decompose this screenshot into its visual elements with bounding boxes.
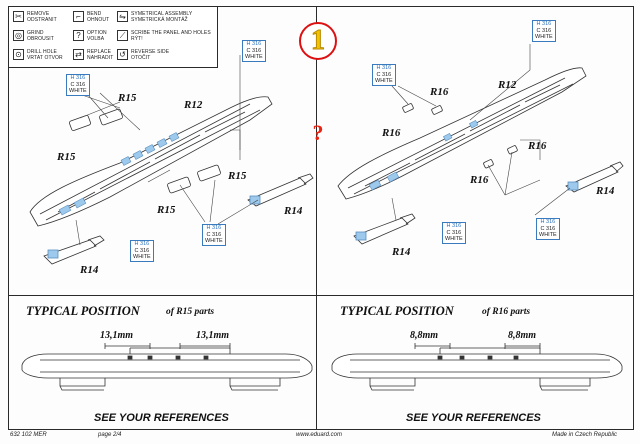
label-left-r14-bottom: R14 — [80, 264, 99, 276]
right-r14-parts — [353, 161, 624, 245]
label-left-r15-right: R15 — [228, 170, 247, 182]
symmetrical-assembly-icon: ⇋ — [117, 11, 128, 22]
paint-callout-right-lower-right: H 316 C 316 WHITE — [536, 218, 560, 240]
footer-code: 632 102 MER — [10, 432, 47, 438]
option-icon: ? — [73, 30, 84, 41]
grind-icon: ◎ — [13, 30, 24, 41]
bend-icon: ⌐ — [73, 11, 84, 22]
scribe-icon: ⟋ — [117, 30, 128, 41]
label-right-r14-bottom: R14 — [392, 246, 411, 258]
bottom-right-rack — [331, 343, 623, 391]
label-left-r14-right: R14 — [284, 205, 303, 217]
step-number: 1 — [311, 25, 326, 57]
paint-callout-right-upper-left: H 316 C 316 WHITE — [372, 64, 396, 86]
legend-box: ✂ REMOVE ODSTRANIT ⌐ BEND OHNOUT ⇋ SYMET… — [8, 6, 218, 68]
left-r14-parts — [43, 173, 314, 265]
label-right-r16-top: R16 — [430, 86, 449, 98]
sheet-frame — [8, 6, 634, 430]
typical-position-right-title: TYPICAL POSITION — [340, 304, 454, 318]
legend-item-symmetrical: ⇋ SYMETRICAL ASSEMBLY SYMETRICKÁ MONTÁŽ — [117, 11, 192, 23]
footer-made-in: Made in Czech Republic — [552, 432, 618, 438]
remove-icon: ✂ — [13, 11, 24, 22]
replace-icon: ⇄ — [73, 49, 84, 60]
paint-callout-left-upper-right: H 316 C 316 WHITE — [242, 40, 266, 62]
horizontal-divider — [8, 295, 634, 296]
left-highlight-tabs — [58, 132, 180, 216]
legend-item-reverse: ↺ REVERSE SIDE OTOČIT — [117, 49, 169, 61]
typical-position-right-sub: of R16 parts — [482, 307, 531, 317]
label-left-r12: R12 — [184, 99, 203, 111]
dimension-left-1: 13,1mm — [100, 330, 134, 341]
label-left-r15-mid: R15 — [57, 151, 76, 163]
paint-callout-left-bottom: H 316 C 316 WHITE — [130, 240, 154, 262]
legend-item-scribe: ⟋ SCRIBE THE PANEL AND HOLES RÝT! — [117, 30, 211, 42]
dimension-left-2: 13,1mm — [196, 330, 230, 341]
paint-callout-left-top: H 316 C 316 WHITE — [66, 74, 90, 96]
label-right-r16-bottom: R16 — [470, 174, 489, 186]
dimension-right-1: 8,8mm — [410, 330, 439, 341]
paint-callout-left-lower-mid: H 316 C 316 WHITE — [202, 224, 226, 246]
right-leader-lines — [391, 44, 571, 221]
legend-item-option: ? OPTION VOLBA — [73, 30, 107, 42]
drill-hole-icon: ⊙ — [13, 49, 24, 60]
step-number-badge: 1 — [299, 22, 337, 60]
legend-item-drill: ⊙ DRILL HOLE VRTAT OTVOR — [13, 49, 63, 61]
legend-item-replace: ⇄ REPLACE NAHRADIT — [73, 49, 113, 61]
label-right-r12: R12 — [498, 79, 517, 91]
dimension-right-2: 8,8mm — [508, 330, 537, 341]
legend-item-grind: ◎ GRIND OBROUSIT — [13, 30, 54, 42]
footer-page: page 2/4 — [98, 432, 122, 438]
paint-callout-right-top: H 316 C 316 WHITE — [532, 20, 556, 42]
label-left-r15-bottom: R15 — [157, 204, 176, 216]
typical-position-left-sub: of R15 parts — [166, 307, 215, 317]
reverse-side-icon: ↺ — [117, 49, 128, 60]
see-references-right: SEE YOUR REFERENCES — [406, 412, 541, 424]
right-rack-body — [337, 67, 587, 200]
left-leader-lines — [75, 55, 259, 246]
legend-item-bend: ⌐ BEND OHNOUT — [73, 11, 109, 23]
typical-position-left-title: TYPICAL POSITION — [26, 304, 140, 318]
right-highlight-tabs — [368, 119, 479, 191]
vertical-divider — [316, 6, 317, 430]
label-right-r16-left: R16 — [382, 127, 401, 139]
see-references-left: SEE YOUR REFERENCES — [94, 412, 229, 424]
right-r16-parts — [402, 103, 518, 169]
label-right-r16-right: R16 — [528, 140, 547, 152]
bottom-left-rack — [21, 343, 313, 391]
option-mark: ? — [312, 120, 324, 145]
footer-url: www.eduard.com — [296, 432, 343, 438]
legend-item-remove: ✂ REMOVE ODSTRANIT — [13, 11, 57, 23]
paint-callout-right-bottom: H 316 C 316 WHITE — [442, 222, 466, 244]
label-left-r15-top: R15 — [118, 92, 137, 104]
label-right-r14-right: R14 — [596, 185, 615, 197]
left-r15-parts — [69, 108, 221, 194]
